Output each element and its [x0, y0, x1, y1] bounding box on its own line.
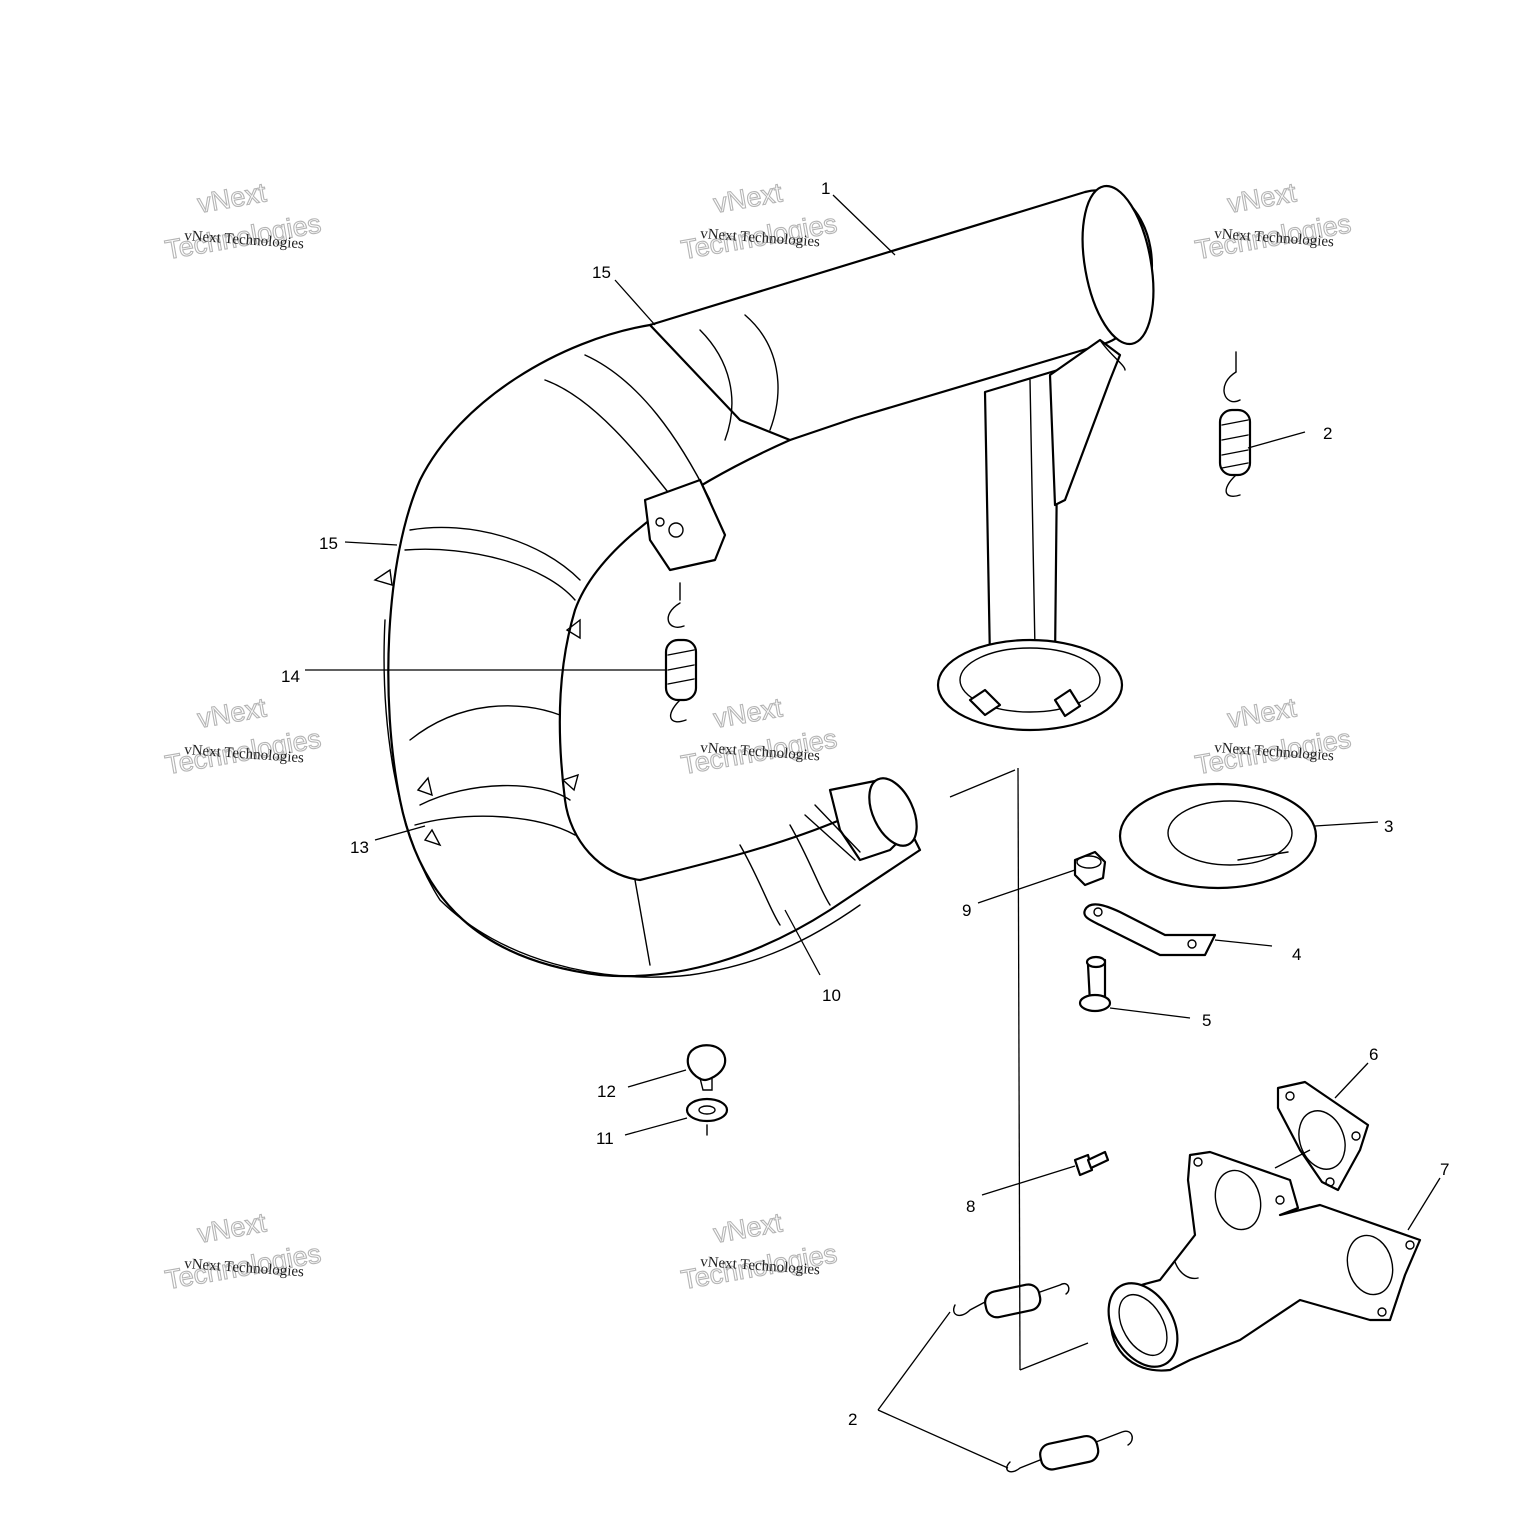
exhaust-pipe-assembly [373, 184, 1155, 978]
watermark-large-top: vNext [1225, 177, 1299, 219]
callout-9: 9 [962, 901, 971, 920]
callout-4: 4 [1292, 945, 1301, 964]
bracket-plate [1083, 903, 1217, 957]
rubber-cap [686, 1044, 727, 1091]
callout-7: 7 [1440, 1160, 1449, 1179]
watermark-tile-2: vNext Technologies [678, 177, 840, 266]
watermark-tile-3: vNext Technologies [1192, 177, 1354, 266]
watermark-large-top: vNext [195, 1207, 269, 1249]
watermark-tile-7: vNext Technologies [162, 1207, 324, 1296]
callout-11: 11 [596, 1129, 614, 1148]
spring-14 [664, 582, 698, 723]
callout-5: 5 [1202, 1011, 1211, 1030]
silencer-bracket [643, 478, 727, 572]
callout-15-top: 15 [592, 263, 611, 282]
gasket [1276, 1080, 1370, 1192]
spring-bottom-2 [1006, 1430, 1133, 1473]
silencer-end-cap [1081, 184, 1155, 346]
callout-3: 3 [1384, 817, 1393, 836]
watermark-large-top: vNext [195, 692, 269, 734]
callout-6: 6 [1369, 1045, 1378, 1064]
watermark-tile-8: vNext Technologies [678, 1207, 840, 1296]
expansion-chamber [387, 308, 922, 978]
watermark-tile-5: vNext Technologies [678, 692, 840, 781]
callout-2-bottom: 2 [848, 1410, 857, 1429]
watermark-large-top: vNext [711, 177, 785, 219]
callout-10: 10 [822, 986, 841, 1005]
tailpipe-flange [936, 638, 1124, 732]
callout-1: 1 [821, 179, 830, 198]
tailpipe [983, 368, 1060, 680]
callout-13: 13 [350, 838, 369, 857]
spring-top-right [1218, 351, 1252, 497]
bolt [1078, 955, 1112, 1013]
nut [1073, 850, 1107, 887]
callout-8: 8 [966, 1197, 975, 1216]
callouts: 1 15 15 14 13 10 2 3 9 4 5 6 7 8 12 11 2 [281, 179, 1449, 1429]
spring-bottom-1 [953, 1283, 1070, 1319]
assembly-centerline [949, 767, 1089, 1371]
leader-lines [305, 194, 1441, 1469]
hanger-strap [1048, 338, 1122, 507]
grommet-seal [1118, 782, 1318, 890]
watermark-large-top: vNext [1225, 692, 1299, 734]
watermark-large-top: vNext [711, 1207, 785, 1249]
callout-14: 14 [281, 667, 300, 686]
callout-15-left: 15 [319, 534, 338, 553]
small-bolt [1073, 1150, 1110, 1177]
watermark-tile-6: vNext Technologies [1192, 692, 1354, 781]
exhaust-manifold [1107, 1150, 1422, 1372]
callout-2-top: 2 [1323, 424, 1332, 443]
callout-12: 12 [597, 1082, 616, 1101]
washer [685, 1097, 729, 1136]
watermark-large-top: vNext [711, 692, 785, 734]
watermark-large-top: vNext [195, 177, 269, 219]
